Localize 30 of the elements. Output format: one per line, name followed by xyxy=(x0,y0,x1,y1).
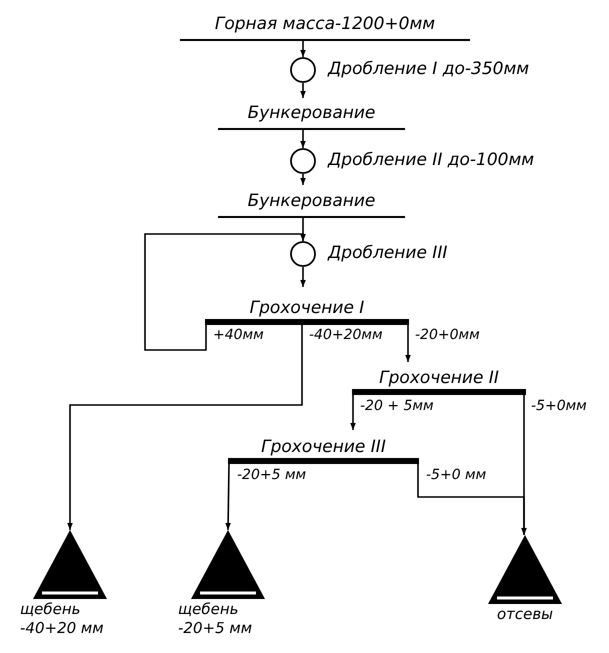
edge-label: +40мм xyxy=(212,328,265,342)
flow-arrow xyxy=(300,83,306,98)
edge-label: -5+0мм xyxy=(530,399,588,413)
flow-arrow xyxy=(67,325,303,530)
product-label: отсевы xyxy=(496,605,554,624)
screen-label: Грохочение I xyxy=(250,298,364,319)
flow-arrow xyxy=(350,395,356,430)
process-label: Дробление II до-100мм xyxy=(328,149,534,172)
edge-label: -5+0 мм xyxy=(425,468,488,482)
product-label: щебень -20+5 мм xyxy=(178,600,254,638)
process-label: Дробление I до-350мм xyxy=(328,58,530,82)
flow-arrow xyxy=(144,233,306,351)
flow-arrow xyxy=(405,325,411,362)
edge-label: -20+0мм xyxy=(414,328,481,342)
edge-label: -40+20мм xyxy=(308,328,384,342)
flow-arrow xyxy=(225,464,231,530)
flow-arrow xyxy=(300,267,306,287)
stage-text: Горная масса-1200+0мм xyxy=(214,14,436,36)
stage-text: Бункерование xyxy=(248,102,376,125)
flow-arrow xyxy=(300,130,306,148)
process-label: Дробление III xyxy=(328,242,448,266)
flow-arrow xyxy=(300,41,306,57)
edge-label: -20+5 мм xyxy=(236,468,308,482)
edge-label: -20 + 5мм xyxy=(359,399,435,413)
flow-arrow xyxy=(300,174,306,185)
screen-label: Грохочение II xyxy=(379,368,499,389)
product-label: щебень -40+20 мм xyxy=(20,600,105,638)
screen-label: Грохочение III xyxy=(261,436,386,458)
flow-arrow xyxy=(417,464,527,535)
stage-text: Бункерование xyxy=(248,190,376,213)
